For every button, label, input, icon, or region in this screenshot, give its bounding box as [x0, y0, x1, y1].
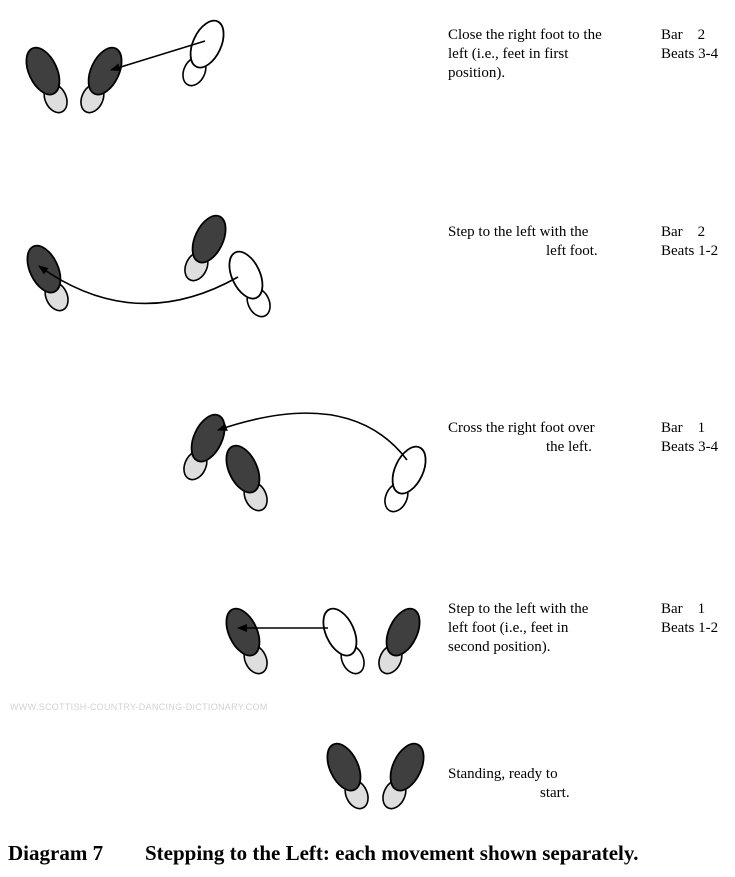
- step-3-line-2: the left.: [546, 439, 592, 455]
- step-2-timing: Bar 2 Beats 1-2: [661, 223, 733, 261]
- step-4-description: Step to the left with the left foot (i.e…: [448, 600, 648, 657]
- caption-title: Stepping to the Left: each movement show…: [145, 841, 639, 865]
- step-3-description: Cross the right foot over the left.: [448, 419, 648, 457]
- row-3-feet: [175, 408, 434, 518]
- step-5-description: Standing, ready to start.: [448, 765, 648, 803]
- left-foot-icon: [176, 209, 234, 287]
- row-2-feet: [19, 209, 279, 323]
- right-foot-icon: [376, 440, 434, 518]
- step-2-description: Step to the left with the left foot.: [448, 223, 648, 261]
- step-2-line-2: left foot.: [546, 243, 598, 259]
- step-4-line-1: Step to the left with the: [448, 601, 589, 617]
- step-1-line-2: left (i.e., feet in first: [448, 46, 569, 62]
- step-3-bar: Bar 1: [661, 420, 706, 436]
- movement-arrow-icon: [110, 40, 206, 72]
- step-3-timing: Bar 1 Beats 3-4: [661, 419, 733, 457]
- step-1-beats: Beats 3-4: [661, 46, 719, 62]
- step-4-line-2: left foot (i.e., feet in: [448, 620, 569, 636]
- step-1-line-1: Close the right foot to the: [448, 27, 602, 43]
- left-foot-icon: [175, 408, 233, 486]
- left-foot-icon: [370, 602, 428, 680]
- left-foot-icon: [72, 41, 130, 119]
- left-foot-icon: [218, 439, 276, 517]
- caption-number: Diagram 7: [8, 841, 104, 865]
- step-1-line-3: position).: [448, 65, 506, 81]
- step-5-line-2: start.: [540, 785, 570, 801]
- right-foot-icon: [221, 245, 279, 323]
- right-foot-icon: [174, 14, 232, 92]
- step-2-bar: Bar 2: [661, 224, 706, 240]
- row-4-feet: [218, 602, 428, 680]
- right-foot-icon: [315, 602, 373, 680]
- row-5-feet: [319, 737, 432, 815]
- step-4-line-3: second position).: [448, 639, 551, 655]
- step-4-bar: Bar 1: [661, 601, 706, 617]
- row-1-feet: [18, 14, 232, 119]
- movement-arrow-icon: [38, 265, 239, 305]
- step-1-timing: Bar 2 Beats 3-4: [661, 26, 733, 64]
- step-1-description: Close the right foot to the left (i.e., …: [448, 26, 648, 83]
- step-1-bar: Bar 2: [661, 27, 706, 43]
- left-foot-icon: [374, 737, 432, 815]
- movement-arrow-icon: [217, 412, 408, 461]
- step-2-beats: Beats 1-2: [661, 243, 719, 259]
- left-foot-icon: [19, 239, 77, 317]
- diagram-caption: Diagram 7 Stepping to the Left: each move…: [8, 841, 728, 866]
- left-foot-icon: [218, 602, 276, 680]
- step-4-beats: Beats 1-2: [661, 620, 719, 636]
- step-3-beats: Beats 3-4: [661, 439, 719, 455]
- step-2-line-1: Step to the left with the: [448, 224, 589, 240]
- left-foot-icon: [18, 41, 76, 119]
- step-5-line-1: Standing, ready to: [448, 766, 558, 782]
- step-4-timing: Bar 1 Beats 1-2: [661, 600, 733, 638]
- step-3-line-1: Cross the right foot over: [448, 420, 595, 436]
- watermark: WWW.SCOTTISH-COUNTRY-DANCING-DICTIONARY.…: [10, 702, 268, 712]
- left-foot-icon: [319, 737, 377, 815]
